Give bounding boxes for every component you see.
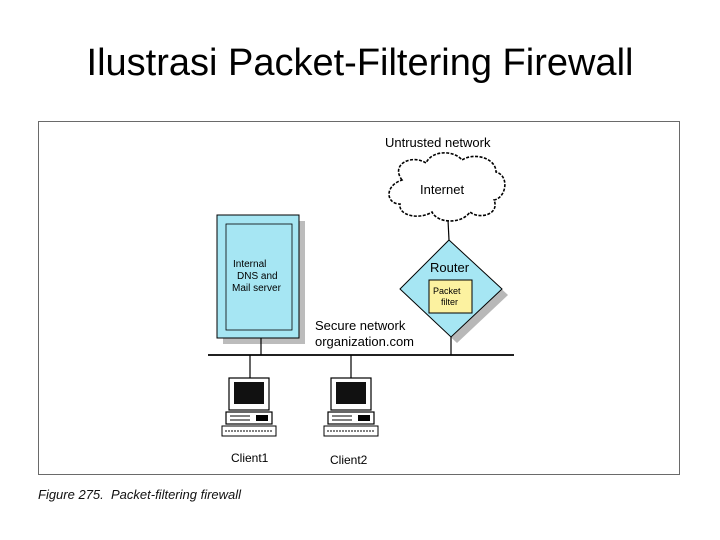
router: Router Packet filter	[399, 239, 508, 343]
server-label-line1: Internal	[233, 259, 266, 270]
client1-computer-icon	[221, 377, 277, 437]
internet-router-link	[447, 219, 450, 241]
network-bus	[208, 337, 514, 378]
client2-computer-icon	[323, 377, 379, 437]
secure-network-domain: organization.com	[315, 334, 414, 349]
caption-number: Figure 275.	[38, 487, 104, 502]
internet-label: Internet	[420, 182, 464, 197]
packet-filter-line2: filter	[441, 297, 458, 307]
router-label: Router	[430, 260, 470, 275]
figure-frame	[38, 121, 680, 475]
caption-title: Packet-filtering firewall	[111, 487, 242, 502]
slide-title: Ilustrasi Packet-Filtering Firewall	[86, 42, 634, 84]
client1-label: Client1	[231, 451, 269, 465]
internal-server: Internal DNS and Mail server	[216, 214, 305, 344]
server-label-line3: Mail server	[232, 283, 282, 294]
internet-cloud: Internet	[388, 152, 506, 222]
secure-network-label: Secure network	[315, 318, 406, 333]
packet-filter: Packet filter	[428, 279, 473, 314]
server-label-line2: DNS and	[237, 271, 278, 282]
figure-caption: Figure 275. Packet-filtering firewall	[38, 487, 241, 502]
client2-label: Client2	[330, 453, 368, 467]
untrusted-network-label: Untrusted network	[385, 135, 491, 150]
packet-filter-line1: Packet	[433, 286, 461, 296]
